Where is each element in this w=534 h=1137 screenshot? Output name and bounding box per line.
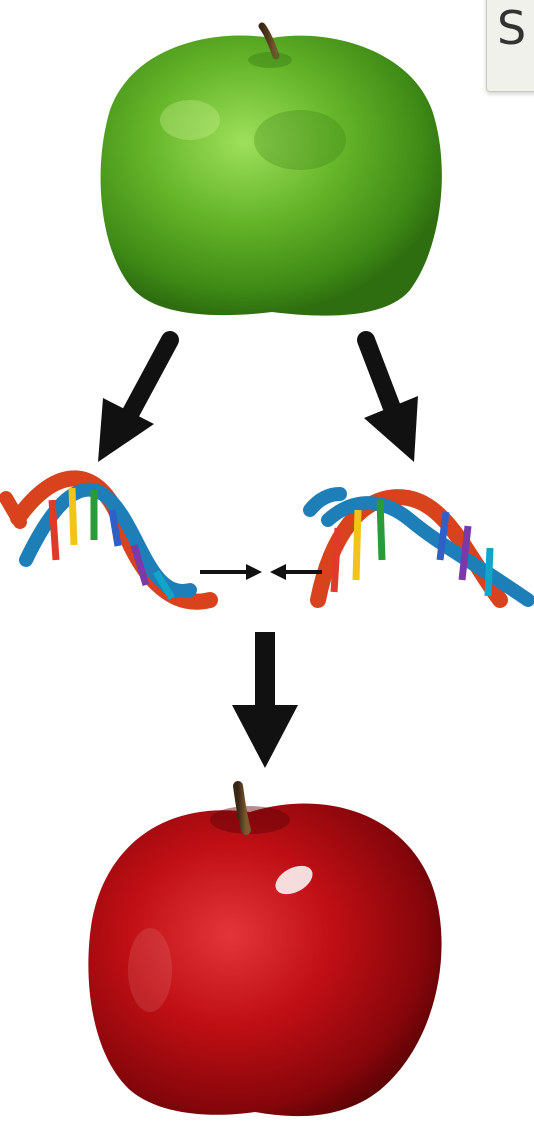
- red-apple-icon: [88, 786, 441, 1116]
- dna-helix-icon: [310, 494, 528, 600]
- dna-helix-icon: [6, 478, 210, 601]
- arrow-icon: [364, 340, 418, 462]
- green-apple-icon: [101, 26, 442, 316]
- arrow-icon: [270, 564, 322, 580]
- arrow-icon: [232, 632, 298, 768]
- arrow-icon: [200, 564, 262, 580]
- arrow-icon: [98, 340, 170, 462]
